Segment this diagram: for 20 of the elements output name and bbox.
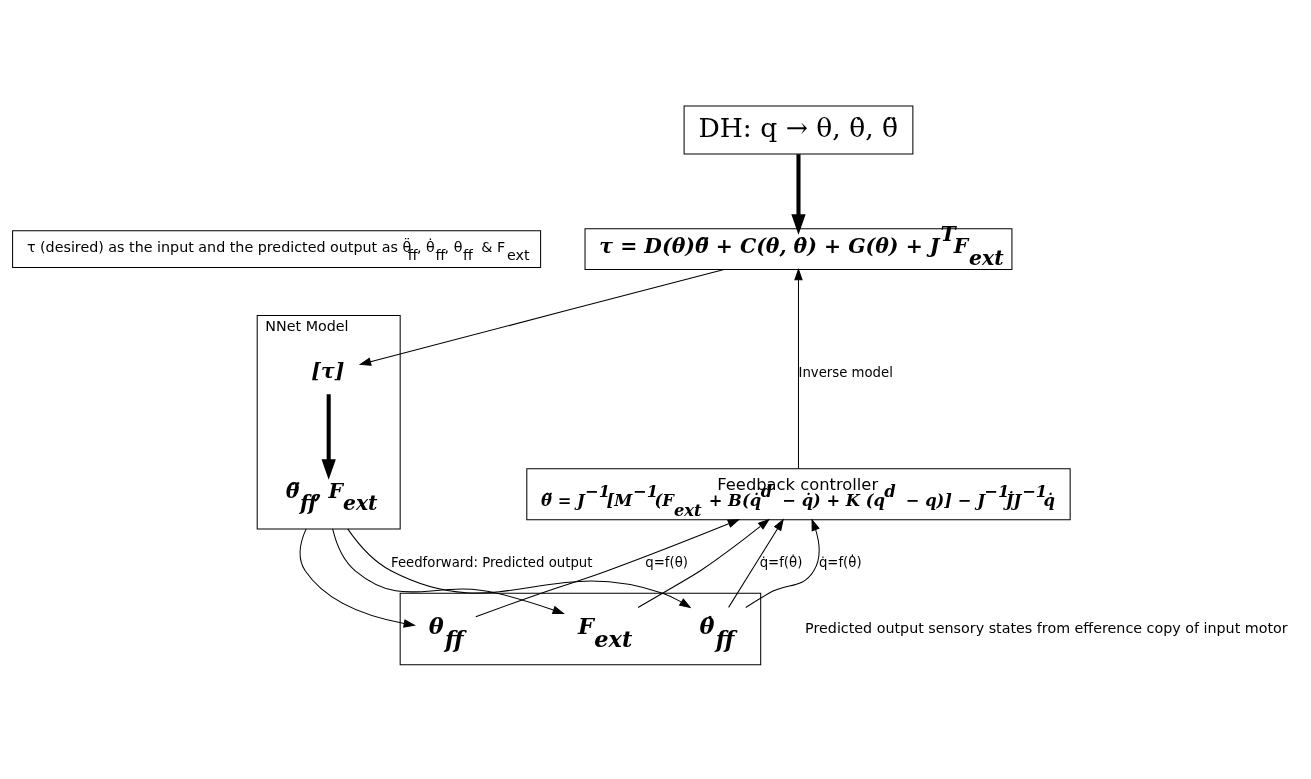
arrow — [791, 154, 806, 235]
cluster — [399, 592, 762, 666]
arrow — [347, 528, 692, 609]
arrow — [332, 528, 565, 614]
edge-label: q̇=f(θ̇) — [818, 555, 862, 571]
arrow — [728, 518, 784, 608]
edge-label: Feedforward: Predicted output — [390, 555, 593, 571]
edge-label: q̇=f(θ̇) — [759, 555, 803, 571]
label: Predicted output sensory states from efference copy of input motor — [805, 619, 1288, 636]
edge-label: Inverse model — [798, 365, 893, 381]
arrow — [299, 528, 416, 628]
edge-label: q=f(θ) — [645, 555, 688, 571]
arrow — [321, 394, 336, 480]
node-box: DH: q → θ, θ̇, θ̈ — [683, 105, 914, 155]
node-text: [τ] — [311, 358, 345, 383]
arrow — [745, 518, 820, 609]
arrow — [794, 268, 803, 470]
arrow — [637, 518, 770, 608]
arrow — [358, 269, 725, 366]
arrow — [475, 519, 740, 618]
